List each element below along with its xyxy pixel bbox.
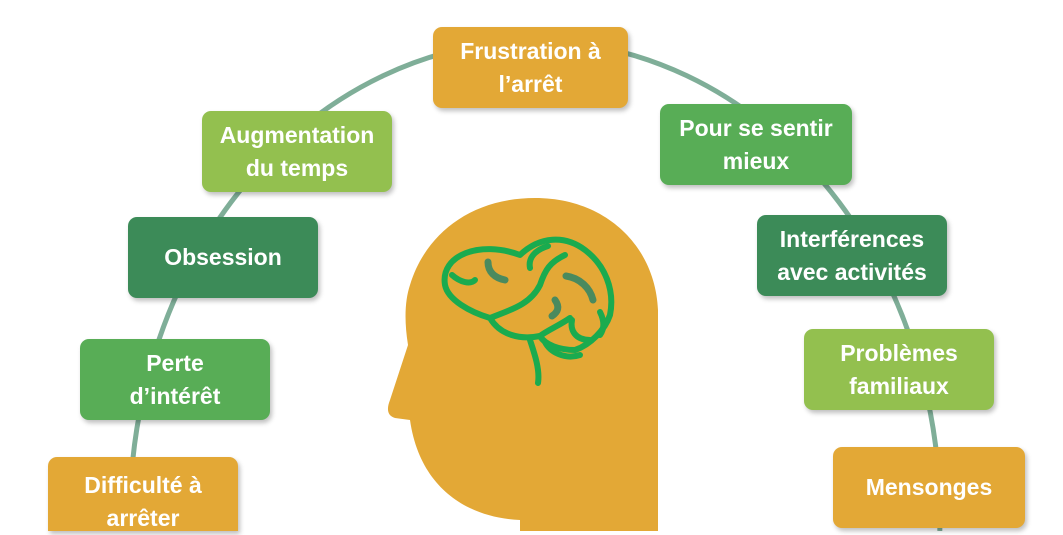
node-label: Problèmes familiaux: [840, 339, 958, 399]
brain-fold-marks: [484, 258, 597, 320]
node-obsession: Obsession: [128, 217, 318, 298]
node-pour-se-sentir-mieux: Pour se sentir mieux: [660, 104, 852, 185]
node-problemes-familiaux: Problèmes familiaux: [804, 329, 994, 410]
node-label: Augmentation du temps: [219, 121, 375, 181]
node-label: Frustration à l’arrêt: [460, 37, 601, 97]
node-perte-interet: Perte d’intérêt: [80, 339, 270, 420]
node-difficulte-arreter: Difficulté à arrêter: [48, 457, 238, 531]
node-label: Perte d’intérêt: [129, 349, 221, 409]
node-label: Mensonges: [865, 474, 993, 500]
brain-icon: [441, 236, 615, 386]
head-with-brain-icon: [387, 198, 658, 531]
node-frustration: Frustration à l’arrêt: [433, 27, 628, 108]
node-label: Obsession: [164, 244, 282, 270]
node-augmentation: Augmentation du temps: [202, 111, 392, 192]
node-mensonges: Mensonges: [833, 447, 1025, 528]
node-label: Interférences avec activités: [777, 225, 927, 285]
node-label: Difficulté à arrêter: [84, 472, 202, 531]
node-label: Pour se sentir mieux: [679, 114, 833, 174]
head-silhouette: [387, 198, 658, 531]
node-interferences: Interférences avec activités: [757, 215, 947, 296]
